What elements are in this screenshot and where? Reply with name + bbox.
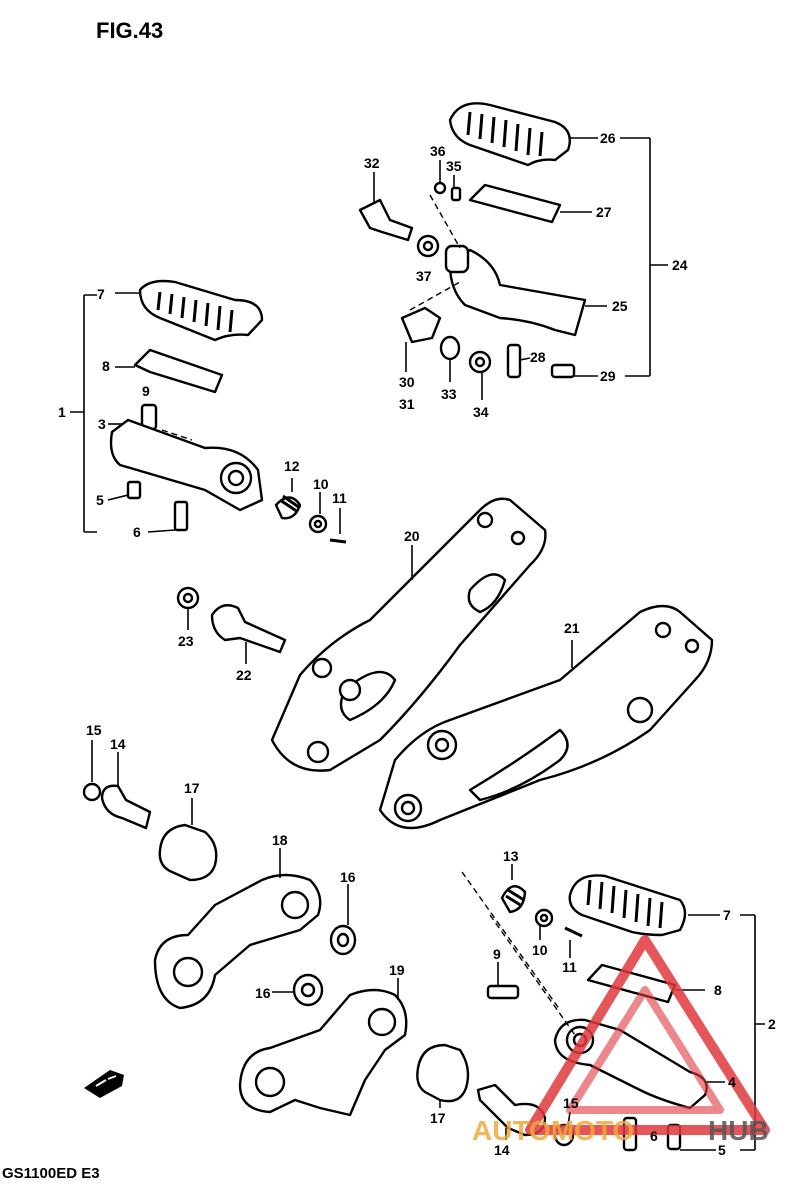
callout-33: 33 [441, 386, 457, 402]
callout-labels: 7 8 9 1 3 5 6 12 10 11 32 36 35 37 26 27… [58, 130, 776, 1158]
callout-7-left: 7 [97, 286, 105, 302]
washer-36 [433, 181, 447, 195]
bush-17-lower [416, 1043, 470, 1103]
watermark-automoto: AUTOMOTO [472, 1115, 634, 1146]
rubber-ribs [156, 291, 234, 333]
cotter-pin-11 [329, 538, 347, 544]
callout-23: 23 [178, 633, 194, 649]
footrest-body-top [448, 248, 587, 337]
bolt-14 [100, 784, 152, 830]
callout-5-right: 5 [718, 1142, 726, 1158]
callout-20: 20 [404, 528, 420, 544]
callout-8-right: 8 [714, 982, 722, 998]
callout-17-upper: 17 [184, 780, 200, 796]
callout-31: 31 [399, 396, 415, 412]
footrest-pin-right [486, 984, 520, 1000]
bolt-22 [210, 604, 287, 654]
callout-29: 29 [600, 368, 616, 384]
callout-28: 28 [530, 349, 546, 365]
callout-1: 1 [58, 404, 66, 420]
callout-26: 26 [600, 130, 616, 146]
callout-17-lower: 17 [430, 1110, 446, 1126]
callout-3: 3 [98, 416, 106, 432]
callout-34: 34 [473, 404, 489, 420]
footrest-plate [133, 348, 224, 394]
bolt-14-lower [476, 1083, 547, 1137]
callout-37: 37 [416, 268, 432, 284]
callout-5-left: 5 [96, 492, 104, 508]
callout-14-upper: 14 [110, 736, 126, 752]
callout-9-right: 9 [493, 946, 501, 962]
callout-2: 2 [768, 1016, 776, 1032]
bush-17-upper [158, 823, 218, 882]
screw-35 [450, 186, 462, 202]
callout-25: 25 [612, 298, 628, 314]
callout-36: 36 [430, 143, 446, 159]
callout-16-lower: 16 [255, 985, 271, 1001]
watermark-hub: HUB [708, 1115, 769, 1146]
callout-21: 21 [564, 620, 580, 636]
bolt-32 [358, 198, 414, 242]
group1-bracket [70, 294, 97, 533]
bolt-29 [550, 363, 576, 379]
footrest-assembly-top [358, 102, 668, 400]
callout-24: 24 [672, 257, 688, 273]
figure-title: FIG.43 [96, 18, 163, 43]
callout-8-left: 8 [102, 358, 110, 374]
callout-7-right: 7 [723, 907, 731, 923]
shift-linkage [82, 740, 575, 1147]
footrest-rubber [138, 279, 264, 342]
callout-10-left: 10 [313, 476, 329, 492]
footrest-assembly-left [70, 279, 347, 544]
callout-35: 35 [446, 158, 462, 174]
automotohub-logo-icon [525, 935, 770, 1135]
callout-13: 13 [503, 848, 519, 864]
callout-16-upper: 16 [340, 869, 356, 885]
callout-22: 22 [236, 667, 252, 683]
nut-15 [82, 782, 102, 802]
footrest-rubber-right [568, 874, 687, 937]
callout-6-right: 6 [650, 1128, 658, 1144]
bolt-28 [506, 343, 522, 379]
callout-12: 12 [284, 458, 300, 474]
bracket-21 [378, 604, 714, 830]
fwd-arrow-icon [84, 1070, 124, 1098]
callout-4: 4 [728, 1074, 736, 1090]
bolt-6 [173, 500, 189, 532]
callout-15-lower: 15 [563, 1095, 579, 1111]
callout-10-right: 10 [532, 942, 548, 958]
footrest-plate-top [468, 183, 562, 224]
callout-14-lower: 14 [494, 1142, 510, 1158]
callout-27: 27 [596, 204, 612, 220]
callout-32: 32 [364, 155, 380, 171]
model-code: GS1100ED E3 [2, 1165, 100, 1182]
cotter-pin-11-right [564, 926, 583, 938]
washer-33 [439, 335, 461, 361]
group24-bracket [620, 137, 668, 377]
collar [444, 244, 470, 274]
callout-9-left: 9 [142, 383, 150, 399]
callout-15-upper: 15 [86, 722, 102, 738]
footrest-brackets [176, 497, 714, 830]
callout-6-left: 6 [133, 524, 141, 540]
group2-bracket [740, 914, 765, 1151]
callout-18: 18 [272, 832, 288, 848]
bolt-5 [126, 480, 142, 500]
callout-19: 19 [389, 962, 405, 978]
callout-11-left: 11 [332, 490, 347, 506]
callout-30: 30 [399, 374, 415, 390]
callout-11-right: 11 [562, 959, 577, 975]
clip-30 [400, 306, 442, 344]
